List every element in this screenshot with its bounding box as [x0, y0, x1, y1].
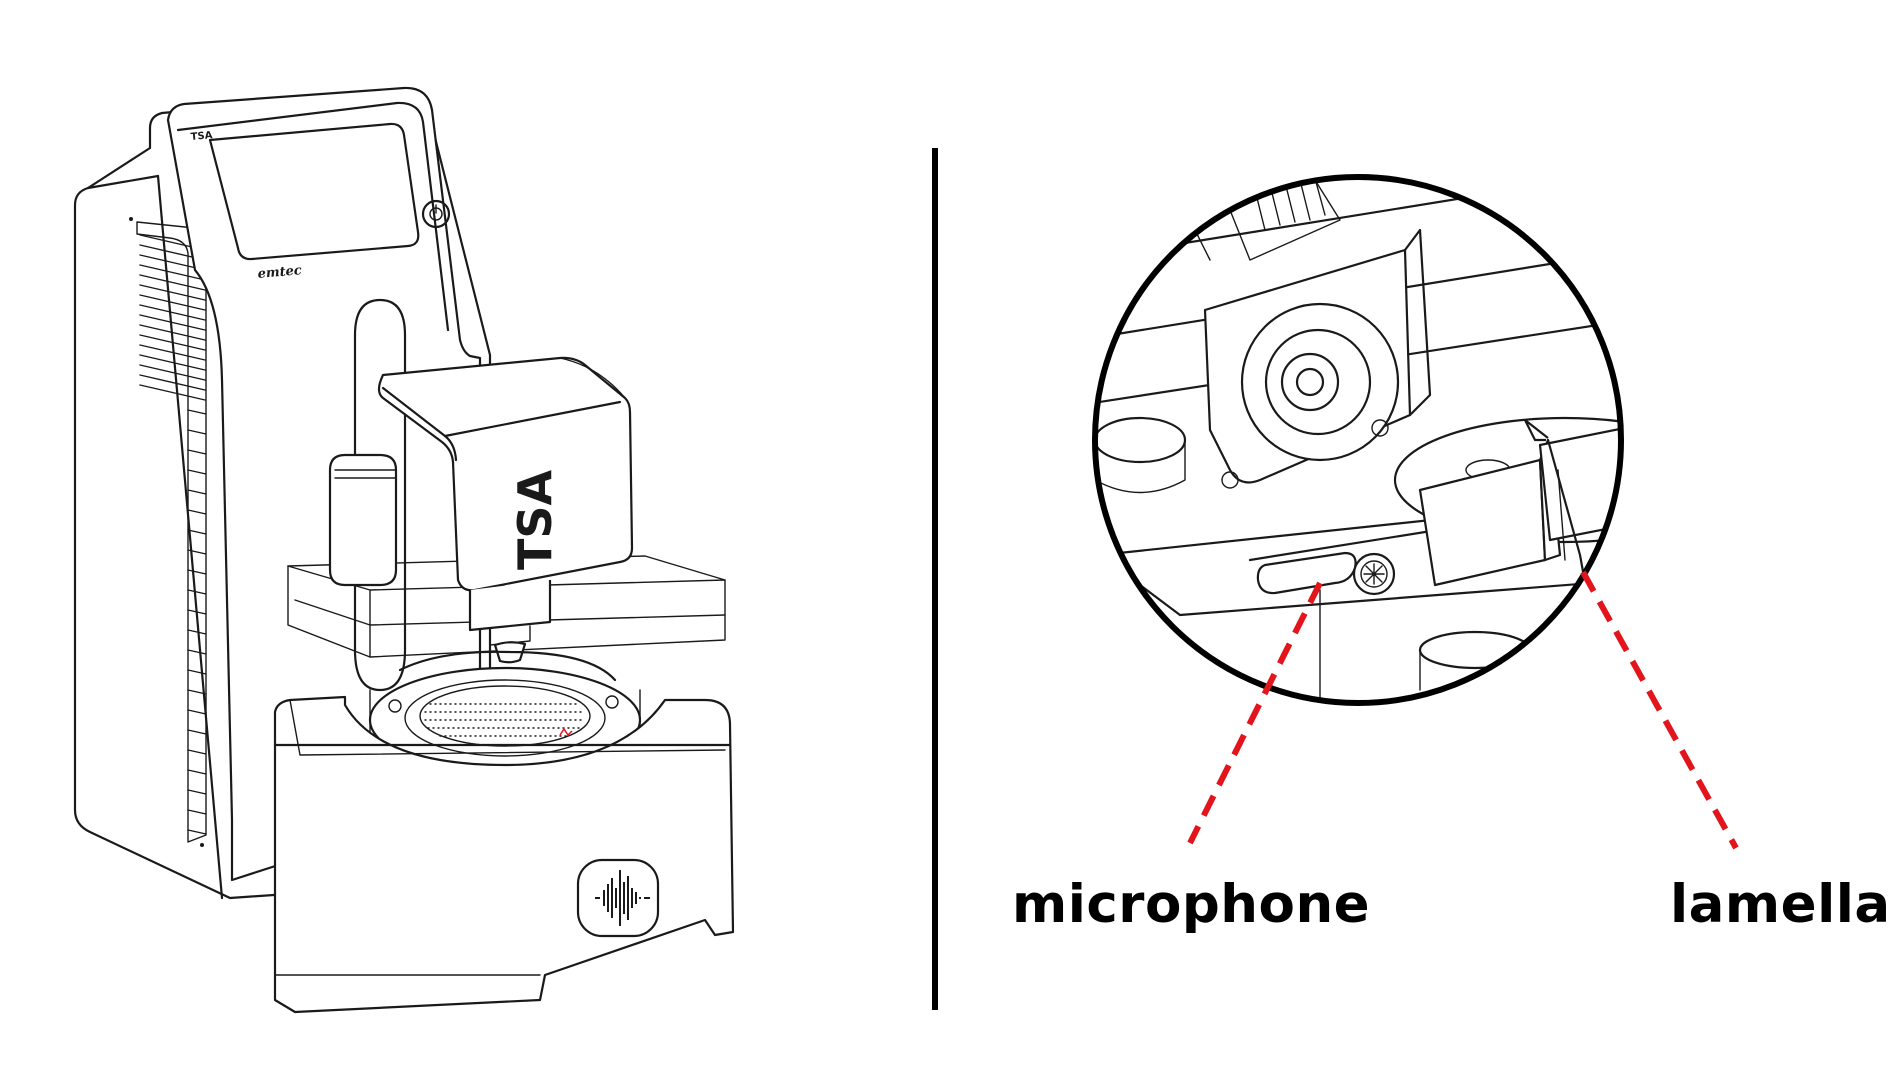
sound-wave-icon: [576, 858, 660, 938]
microphone-icon: [1352, 552, 1396, 596]
lamella-label: lamella: [1670, 874, 1891, 935]
zoom-detail: [1095, 177, 1621, 703]
microphone-label: microphone: [1012, 874, 1371, 935]
base-unit: [273, 695, 735, 1014]
zoom-circle-border: [1092, 174, 1624, 706]
microphone-callout-line: [1187, 581, 1323, 845]
touch-screen: [208, 122, 420, 261]
screen-brand-text: TSA: [190, 130, 213, 143]
transparent-hood: [287, 555, 726, 658]
tsa-device-illustration: TSA emtec TSA: [73, 86, 735, 1014]
power-button-icon: [421, 199, 451, 229]
logo-text: emtec: [257, 263, 302, 282]
measuring-head: [377, 356, 634, 664]
head-brand-text: TSA: [508, 469, 562, 570]
lamella-callout-line: [1580, 570, 1739, 850]
